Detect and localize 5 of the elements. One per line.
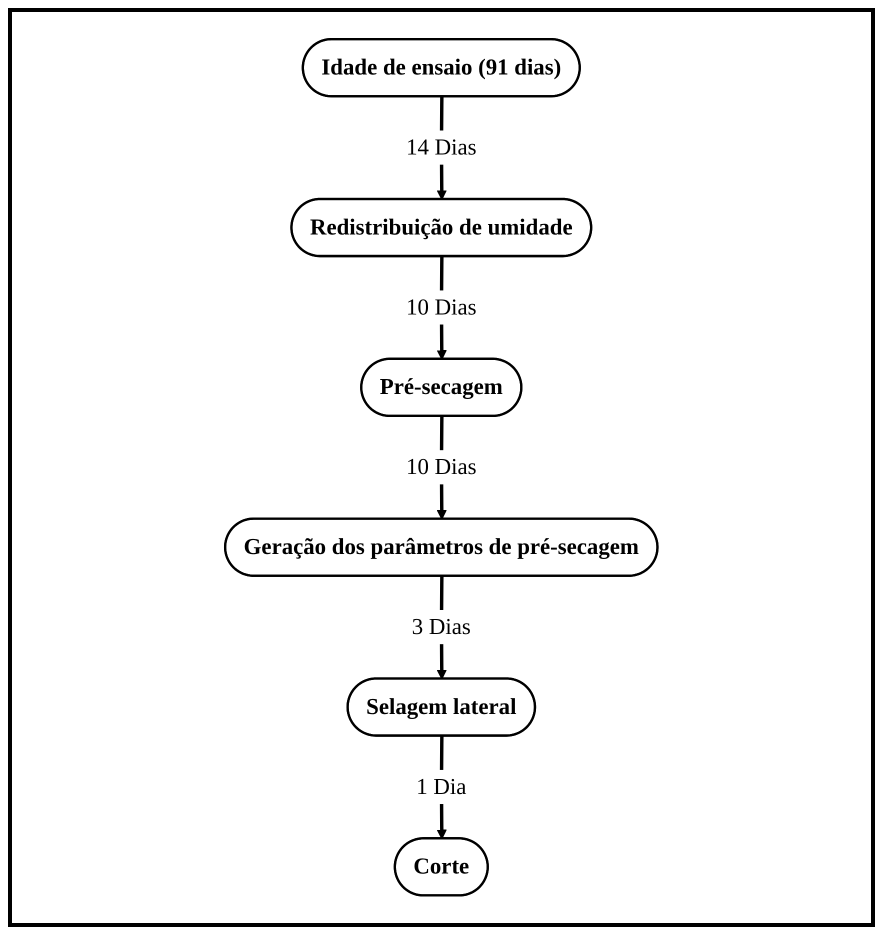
edge-label: 10 Dias [406,295,477,320]
edge-label: 1 Dia [416,774,467,800]
edge-label: 10 Dias [406,454,477,480]
edge-label: 14 Dias [406,135,477,160]
edge-label: 3 Dias [412,614,471,640]
